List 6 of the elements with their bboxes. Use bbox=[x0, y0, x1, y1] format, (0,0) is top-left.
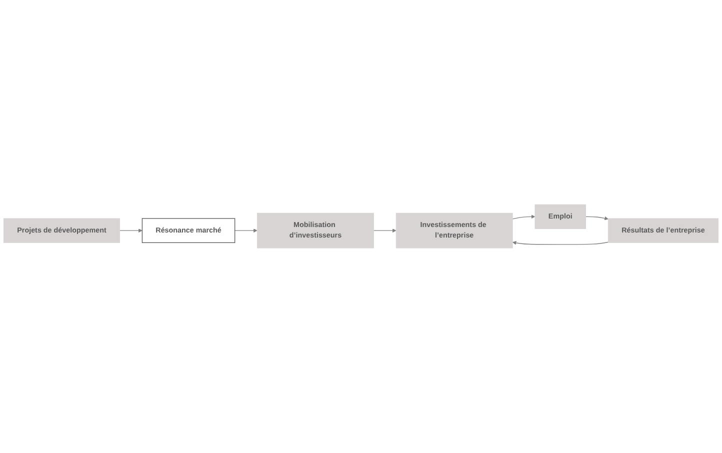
arrow bbox=[234, 228, 258, 233]
arrow bbox=[512, 214, 536, 220]
arrow bbox=[585, 216, 608, 220]
arrow bbox=[119, 228, 142, 233]
arrow bbox=[373, 228, 396, 233]
arrow bbox=[512, 241, 608, 246]
